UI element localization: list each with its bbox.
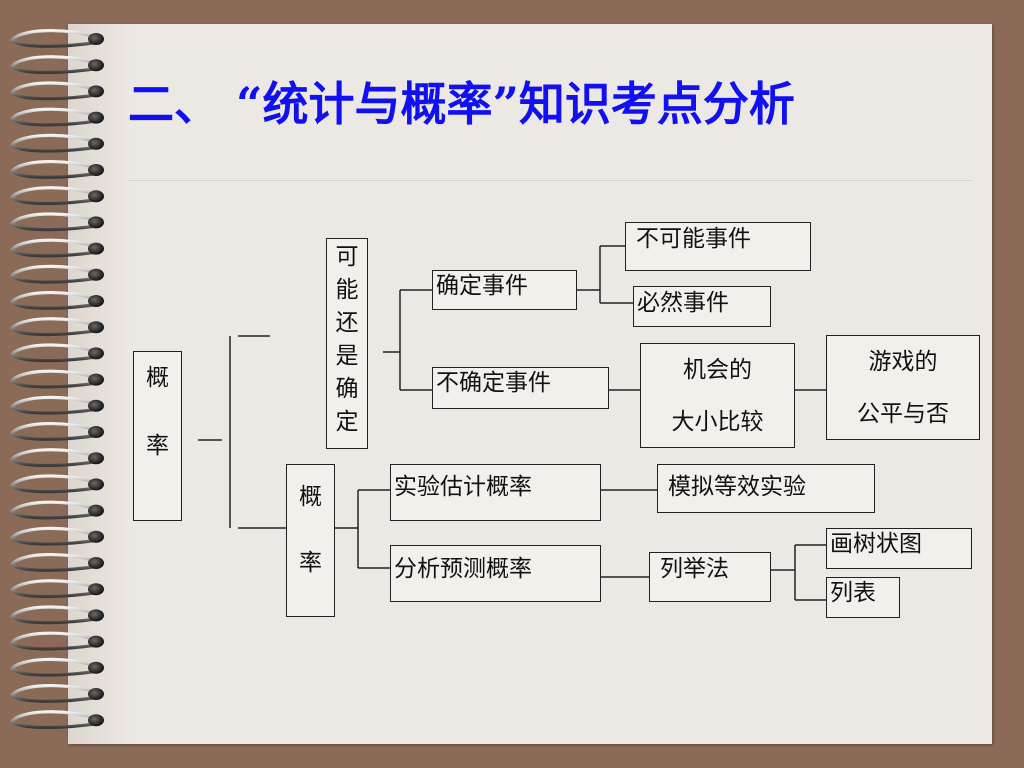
- root-char-1: 概: [146, 365, 169, 391]
- chance-size-line-1: 机会的: [683, 357, 752, 383]
- binding-ring: [9, 29, 104, 48]
- impossible-event-label: 不可能事件: [636, 226, 751, 252]
- chance-size-line-2: 大小比较: [671, 409, 764, 435]
- root-char-2: 率: [146, 433, 169, 459]
- binding-ring: [9, 81, 104, 101]
- certain-event-box: 确定事件: [432, 270, 577, 310]
- binding-ring: [9, 684, 104, 703]
- binding-ring: [9, 317, 104, 337]
- binding-ring: [9, 186, 104, 206]
- chance-size-box: 机会的 大小比较: [640, 343, 795, 448]
- certain-event-label: 确定事件: [436, 273, 528, 299]
- table-list-label: 列表: [830, 580, 876, 606]
- experiment-estimate-box: 实验估计概率: [390, 464, 601, 521]
- binding-ring: [9, 422, 104, 441]
- vertical-char: 能: [335, 277, 359, 303]
- binding-ring: [9, 500, 104, 520]
- binding-ring: [9, 238, 104, 258]
- game-fairness-box: 游戏的 公平与否: [826, 335, 980, 440]
- probability-char-1: 概: [299, 484, 322, 510]
- binding-ring: [9, 605, 104, 625]
- binding-ring: [9, 55, 104, 75]
- spiral-binding-icon: [9, 29, 104, 730]
- vertical-char: 定: [335, 409, 359, 435]
- probability-char-2: 率: [299, 550, 322, 576]
- vertical-char: 可: [335, 244, 359, 270]
- binding-ring: [9, 710, 104, 730]
- binding-ring: [9, 212, 104, 232]
- impossible-event-box: 不可能事件: [625, 222, 811, 271]
- inevitable-event-label: 必然事件: [637, 290, 729, 316]
- binding-ring: [9, 264, 104, 284]
- uncertain-event-box: 不确定事件: [432, 367, 609, 409]
- analysis-predict-box: 分析预测概率: [390, 545, 601, 602]
- binding-ring: [9, 369, 104, 389]
- title-divider: [128, 180, 972, 181]
- inevitable-event-box: 必然事件: [633, 286, 771, 327]
- binding-ring: [9, 579, 104, 599]
- vertical-char: 确: [335, 376, 359, 402]
- binding-ring: [9, 553, 104, 572]
- vertical-char: 是: [335, 343, 359, 369]
- game-fairness-line-2: 公平与否: [857, 401, 949, 427]
- binding-ring: [9, 448, 104, 468]
- binding-ring: [9, 395, 104, 415]
- table-list-box: 列表: [826, 577, 900, 618]
- page-title: 二、 “统计与概率”知识考点分析: [128, 77, 795, 131]
- binding-ring: [9, 133, 104, 153]
- simulate-experiment-label: 模拟等效实验: [668, 474, 806, 500]
- enumeration-box: 列举法: [649, 552, 771, 602]
- uncertain-event-label: 不确定事件: [436, 370, 551, 396]
- vertical-char: 还: [335, 310, 359, 336]
- root-probability-box: 概 率: [133, 351, 182, 521]
- binding-ring: [9, 631, 104, 651]
- tree-diagram-box: 画树状图: [826, 528, 972, 569]
- binding-ring: [9, 107, 104, 127]
- binding-ring: [9, 291, 104, 310]
- binding-ring: [9, 160, 104, 179]
- experiment-estimate-label: 实验估计概率: [394, 474, 532, 500]
- game-fairness-line-1: 游戏的: [868, 349, 938, 375]
- binding-ring: [9, 526, 104, 546]
- enumeration-label: 列举法: [660, 556, 729, 582]
- probability-box: 概 率: [286, 464, 335, 617]
- possible-or-certain-box: 可 能 还 是 确 定: [326, 238, 368, 449]
- analysis-predict-label: 分析预测概率: [394, 556, 532, 582]
- tree-diagram-label: 画树状图: [830, 531, 922, 557]
- simulate-experiment-box: 模拟等效实验: [657, 464, 875, 513]
- binding-ring: [9, 474, 104, 494]
- binding-ring: [9, 657, 104, 677]
- binding-ring: [9, 343, 104, 363]
